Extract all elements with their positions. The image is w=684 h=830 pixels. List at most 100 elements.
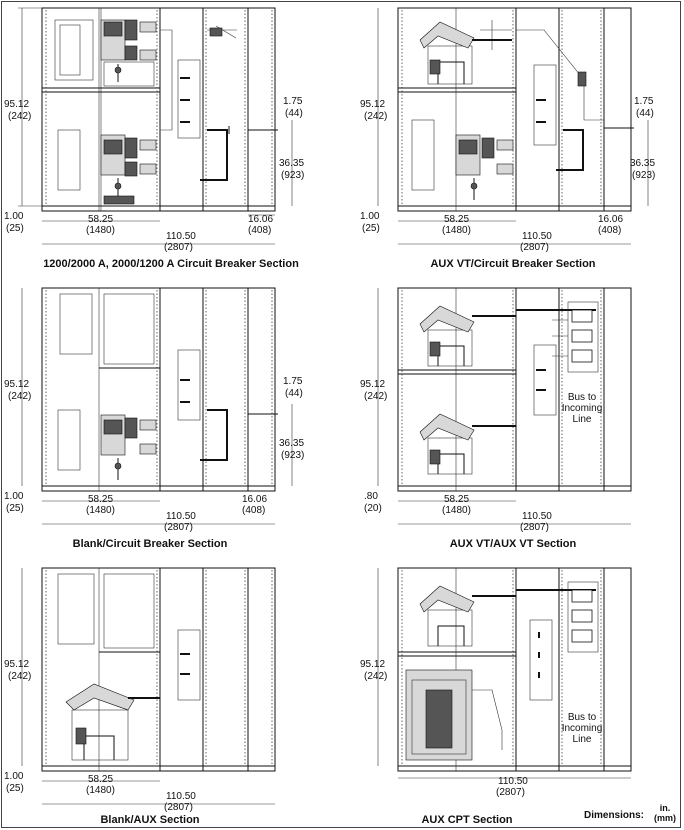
height-in: 95.12	[4, 99, 29, 110]
depth-total-in: 110.50	[166, 231, 196, 242]
depth-a-mm: (1480)	[442, 505, 471, 516]
bus-h-in: 36.35	[279, 438, 304, 449]
height-in: 95.12	[360, 659, 385, 670]
height-mm: (242)	[8, 671, 31, 682]
bus-gap-in: 1.75	[634, 96, 654, 107]
depth-total-in: 110.50	[166, 791, 196, 802]
base-in: 1.00	[4, 491, 24, 502]
main-bus-and-cables	[160, 25, 278, 181]
depth-total-in: 110.50	[166, 511, 196, 522]
rear-in: 16.06	[242, 494, 267, 505]
base-in: 1.00	[360, 211, 380, 222]
depth-a-in: 58.25	[88, 214, 113, 225]
blank-compartment	[57, 573, 155, 649]
depth-a-in: 58.25	[444, 214, 469, 225]
depth-a-in: 58.25	[88, 494, 113, 505]
panel-caption-auxvt-auxvt: AUX VT/AUX VT Section	[449, 538, 577, 550]
bus-h-mm: (923)	[281, 450, 304, 461]
base-mm: (25)	[6, 503, 24, 514]
bus-h-in: 36.35	[630, 158, 655, 169]
depth-total-mm: (2807)	[520, 522, 549, 533]
panel-auxvt-cb-dimensions: 95.12 (242) 1.00 (25) 58.25 (1480) 110.5…	[360, 8, 655, 253]
panel-auxvt-auxvt-dimensions: 95.12 (242) .80 (20) 58.25 (1480) 110.50…	[360, 288, 631, 533]
panel-blank-cb-dimensions: 95.12 (242) 1.00 (25) 58.25 (1480) 110.5…	[4, 288, 304, 533]
panel-aux-cpt-dimensions: 95.12 (242) 110.50 (2807)	[360, 568, 631, 798]
base-mm: (25)	[362, 223, 380, 234]
depth-a-mm: (1480)	[442, 225, 471, 236]
depth-total-mm: (2807)	[520, 242, 549, 253]
depth-total-in: 110.50	[522, 511, 552, 522]
depth-a-in: 58.25	[444, 494, 469, 505]
panel-auxvt-cb-drawing	[397, 7, 634, 212]
height-mm: (242)	[8, 391, 31, 402]
bus-gap-mm: (44)	[636, 108, 654, 119]
bus-h-mm: (923)	[632, 170, 655, 181]
height-in: 95.12	[360, 99, 385, 110]
depth-total-mm: (2807)	[164, 802, 193, 813]
enclosure-outline	[41, 7, 276, 212]
bus-gap-mm: (44)	[285, 108, 303, 119]
main-bus-and-cables	[177, 349, 278, 461]
height-mm: (242)	[364, 671, 387, 682]
depth-a-mm: (1480)	[86, 225, 115, 236]
depth-total-mm: (2807)	[164, 522, 193, 533]
height-in: 95.12	[4, 659, 29, 670]
depth-a-mm: (1480)	[86, 785, 115, 796]
depth-a-mm: (1480)	[86, 505, 115, 516]
bus-gap-in: 1.75	[283, 376, 303, 387]
rear-mm: (408)	[242, 505, 265, 516]
enclosure-outline	[41, 287, 276, 492]
base-mm: (20)	[364, 503, 382, 514]
panel-blank-aux-dimensions: 95.12 (242) 1.00 (25) 58.25 (1480) 110.5…	[4, 568, 275, 813]
bus-h-in: 36.35	[279, 158, 304, 169]
dimensions-label: Dimensions:	[584, 810, 645, 821]
lower-breaker	[57, 129, 157, 205]
base-mm: (25)	[6, 223, 24, 234]
vt-drawout-upper	[419, 20, 512, 85]
depth-total-in: 110.50	[498, 776, 528, 787]
height-mm: (242)	[364, 111, 387, 122]
rear-mm: (408)	[248, 225, 271, 236]
base-in: .80	[364, 491, 378, 502]
panel-blank-cb-drawing	[41, 287, 278, 492]
base-in: 1.00	[4, 771, 24, 782]
depth-a-in: 58.25	[88, 774, 113, 785]
panel-caption-blank-cb: Blank/Circuit Breaker Section	[72, 538, 228, 550]
vt-drawout-lower	[419, 413, 516, 475]
bus-gap-in: 1.75	[283, 96, 303, 107]
cpt-transformer	[405, 669, 503, 761]
rear-in: 16.06	[248, 214, 273, 225]
dimensions-unit-mm: (mm)	[654, 813, 676, 823]
enclosure-outline	[397, 287, 632, 492]
rear-mm: (408)	[598, 225, 621, 236]
main-bus-and-cables	[516, 29, 634, 171]
panel-caption-blank-aux: Blank/AUX Section	[100, 814, 200, 826]
rear-in: 16.06	[598, 214, 623, 225]
depth-total-in: 110.50	[522, 231, 552, 242]
panel-cb-section-dimensions: 95.12 (242) 1.00 (25) 58.25 (1480) 110.5…	[4, 7, 304, 253]
main-bus-and-cables	[177, 629, 201, 701]
bus-h-mm: (923)	[281, 170, 304, 181]
panel-caption-aux-cpt: AUX CPT Section	[421, 814, 513, 826]
main-bus-and-cables	[516, 301, 599, 416]
vt-drawout-upper	[419, 585, 516, 647]
blank-compartment	[57, 293, 155, 471]
panel-cb-section-drawing	[41, 7, 278, 212]
bus-gap-mm: (44)	[285, 388, 303, 399]
height-mm: (242)	[8, 111, 31, 122]
height-in: 95.12	[360, 379, 385, 390]
enclosure-outline	[397, 7, 632, 212]
height-in: 95.12	[4, 379, 29, 390]
base-mm: (25)	[6, 783, 24, 794]
upper-breaker	[54, 19, 157, 87]
vt-drawout-upper	[419, 305, 516, 367]
height-mm: (242)	[364, 391, 387, 402]
panel-caption-cb-section: 1200/2000 A, 2000/1200 A Circuit Breaker…	[43, 258, 299, 270]
dimensions-unit-in: in.	[659, 803, 671, 813]
main-bus-and-cables	[516, 581, 599, 701]
panel-caption-auxvt-cb: AUX VT/Circuit Breaker Section	[430, 258, 596, 270]
